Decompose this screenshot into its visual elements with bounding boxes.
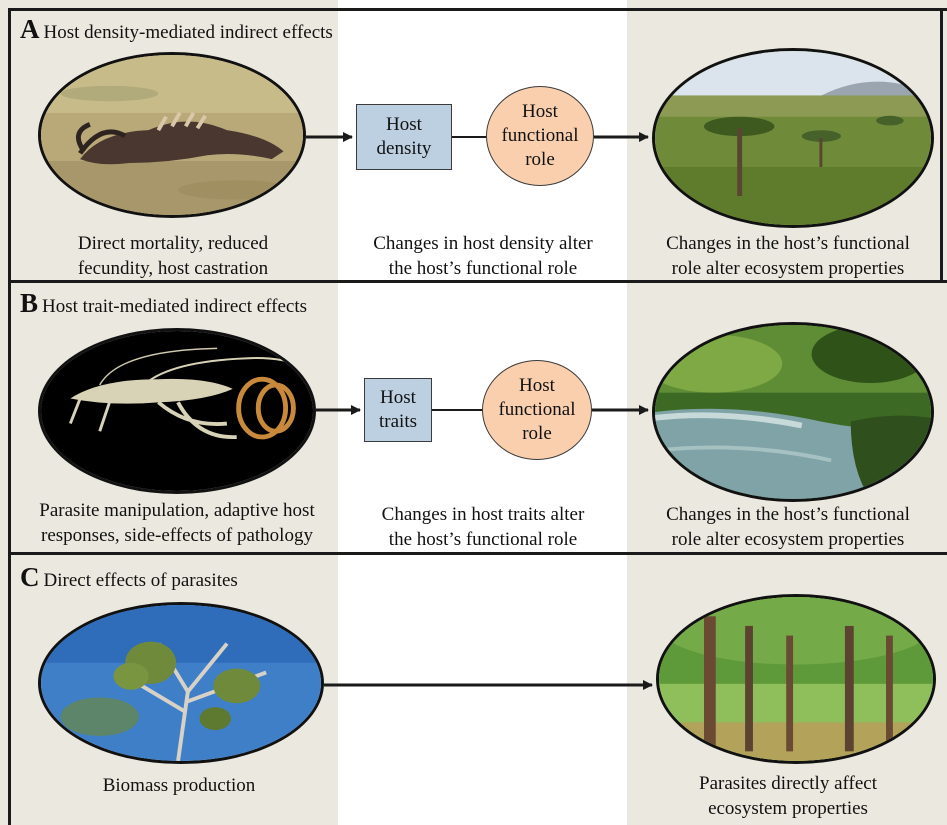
buffalo-carcass-photo [38, 52, 306, 218]
divider-b-c [8, 552, 947, 555]
mistletoe-tree-photo [38, 602, 324, 764]
panel-c-left-caption: Biomass production [102, 775, 256, 796]
cricket-photo [38, 328, 316, 494]
panel-a-title-text: Host density-mediated indirect effects [43, 22, 333, 43]
savanna-photo [652, 48, 934, 228]
frame-left-border [8, 8, 11, 825]
host-traits-box: Host traits [364, 378, 432, 442]
host-functional-role-ellipse-a: Host functional role [486, 86, 594, 186]
panel-a-right-caption: Changes in the host’s functional role al… [666, 233, 910, 279]
panel-c-letter: C [20, 562, 40, 592]
frame-right-border [940, 8, 943, 280]
panel-a-letter: A [20, 14, 40, 44]
forest-photo [656, 594, 936, 764]
host-functional-role-ellipse-b: Host functional role [482, 360, 592, 460]
panel-b-letter: B [20, 288, 39, 318]
divider-a-b [8, 280, 947, 283]
host-density-box: Host density [356, 104, 452, 170]
panel-b-right-caption: Changes in the host’s functional role al… [666, 504, 910, 550]
panel-a-left-caption: Direct mortality, reduced fecundity, hos… [77, 233, 269, 279]
panel-b-left-caption: Parasite manipulation, adaptive host res… [39, 500, 315, 546]
stream-photo [652, 322, 934, 502]
panel-b-middle-caption: Changes in host traits alter the host’s … [381, 504, 585, 550]
panel-c-right-caption: Parasites directly affect ecosystem prop… [699, 773, 877, 819]
panel-b-title-text: Host trait-mediated indirect effects [42, 296, 308, 317]
panel-c-title-text: Direct effects of parasites [43, 570, 238, 591]
frame-top-border [8, 8, 947, 11]
panel-a-middle-caption: Changes in host density alter the host’s… [373, 233, 593, 279]
